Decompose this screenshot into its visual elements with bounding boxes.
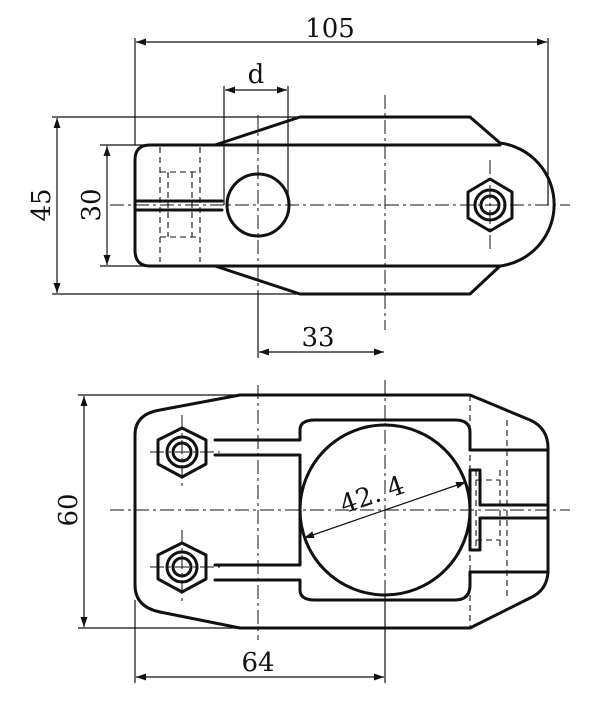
bottom-view: 60 42. 4 64 — [54, 380, 570, 683]
dim-30-extension — [100, 144, 150, 267]
dim-64-extension — [134, 595, 386, 683]
bottom-hidden-screw — [469, 395, 508, 628]
dim-42-4-line — [303, 481, 467, 539]
bottom-view-outline — [133, 393, 550, 630]
top-view: 105 d 45 30 33 — [27, 14, 570, 358]
dim-105-label: 105 — [305, 14, 355, 44]
dim-42-4-label: 42. 4 — [336, 470, 408, 520]
top-view-outline — [133, 115, 556, 296]
dim-30-label: 30 — [77, 188, 107, 221]
dim-60-label: 60 — [54, 493, 84, 526]
dim-64-label: 64 — [241, 648, 274, 678]
bottom-center-nuts — [150, 415, 220, 605]
dim-33-label: 33 — [301, 323, 334, 353]
dim-d-label: d — [248, 60, 265, 90]
dim-d-extension — [223, 86, 289, 205]
dim-60-extension — [78, 394, 240, 629]
dim-45-extension — [52, 116, 300, 295]
dim-45-label: 45 — [27, 188, 57, 221]
dim-105-extension — [134, 38, 549, 205]
